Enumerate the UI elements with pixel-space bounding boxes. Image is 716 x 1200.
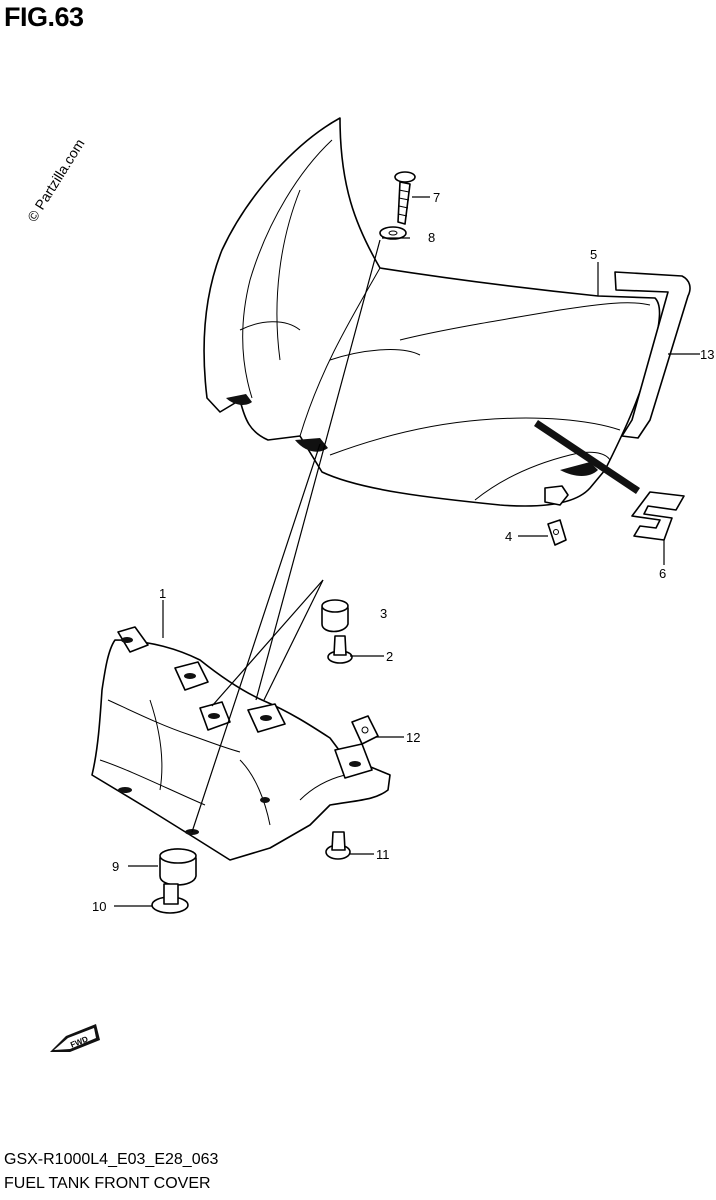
callout-6: 6 (659, 566, 666, 581)
part-11-collar[interactable] (325, 831, 351, 860)
leader-lines (114, 196, 700, 907)
part-3-grommet[interactable] (321, 599, 349, 633)
callout-7: 7 (433, 190, 440, 205)
parts-diagram: FWD 7 8 5 13 4 6 1 3 2 12 11 9 10 (50, 117, 714, 1052)
part-6-emblem[interactable] (631, 491, 685, 541)
part-9-grommet[interactable] (159, 848, 197, 886)
callout-3: 3 (380, 606, 387, 621)
fwd-arrow-icon: FWD (50, 1024, 100, 1052)
callout-5: 5 (590, 247, 597, 262)
callout-1: 1 (159, 586, 166, 601)
callout-2: 2 (386, 649, 393, 664)
figure-title: FIG.63 (4, 2, 84, 32)
part-5-front-cover[interactable] (203, 117, 661, 507)
callout-12: 12 (406, 730, 420, 745)
diagram-caption: FUEL TANK FRONT COVER (4, 1175, 211, 1192)
callout-4: 4 (505, 529, 512, 544)
part-13-trim-strip[interactable] (614, 271, 691, 439)
callout-11: 11 (376, 847, 390, 862)
part-12-clip-nut[interactable] (351, 715, 379, 745)
part-1-lower-cover[interactable] (91, 626, 391, 861)
callout-8: 8 (428, 230, 435, 245)
callout-13: 13 (700, 347, 714, 362)
part-2-collar[interactable] (327, 635, 353, 664)
part-4-clip-nut[interactable] (547, 519, 567, 546)
callout-9: 9 (112, 859, 119, 874)
callout-10: 10 (92, 899, 106, 914)
part-10-collar[interactable] (151, 883, 189, 914)
part-8-washer[interactable] (379, 226, 407, 240)
model-code: GSX-R1000L4_E03_E28_063 (4, 1151, 219, 1168)
part-7-screw[interactable] (394, 171, 416, 225)
